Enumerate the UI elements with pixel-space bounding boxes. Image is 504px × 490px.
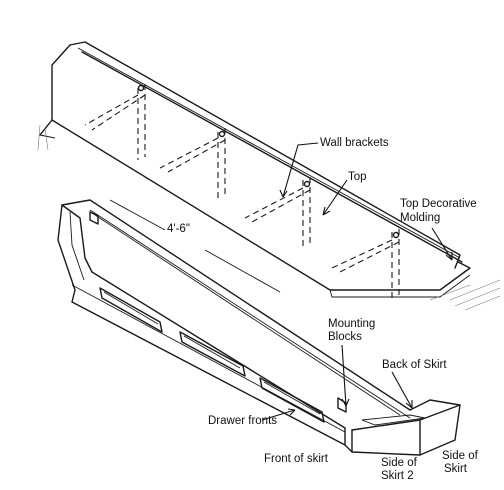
label-top: Top [348, 171, 367, 183]
leaders [261, 142, 453, 421]
skirt-right-end [344, 399, 461, 456]
label-side-skirt-2: Skirt [444, 463, 468, 475]
label-back-of-skirt: Back of Skirt [382, 359, 447, 371]
label-side-skirt2-2: Skirt 2 [381, 470, 414, 482]
top-decorative-molding [81, 51, 463, 263]
label-wall-brackets: Wall brackets [320, 137, 389, 149]
drawer-front-1 [99, 287, 163, 333]
top-shelf [37, 41, 501, 311]
drawer-front-2 [179, 331, 246, 377]
labels: Wall brackets Top Top Decorative Molding… [167, 137, 479, 482]
skirt-assembly [57, 199, 461, 456]
label-side-skirt2-1: Side of [381, 457, 418, 469]
label-mounting-2: Blocks [328, 331, 362, 343]
top-left-end [39, 44, 71, 136]
label-mounting-1: Mounting [328, 318, 375, 330]
top-back-edge [69, 41, 461, 269]
label-side-skirt-1: Side of [442, 450, 479, 462]
wall-brackets [84, 84, 400, 300]
mounting-block-left [89, 211, 99, 225]
front-of-skirt [71, 301, 346, 446]
label-dimension: 4'-6" [167, 223, 190, 235]
label-drawer-fronts: Drawer fronts [208, 415, 277, 427]
top-front-edge [51, 119, 471, 291]
label-top-decorative-2: Molding [400, 212, 440, 224]
drawer-front-3 [259, 377, 325, 423]
skirt-left-end [57, 204, 76, 303]
label-front-of-skirt: Front of skirt [264, 453, 329, 465]
label-top-decorative-1: Top Decorative [400, 198, 477, 210]
back-of-skirt [61, 199, 411, 411]
